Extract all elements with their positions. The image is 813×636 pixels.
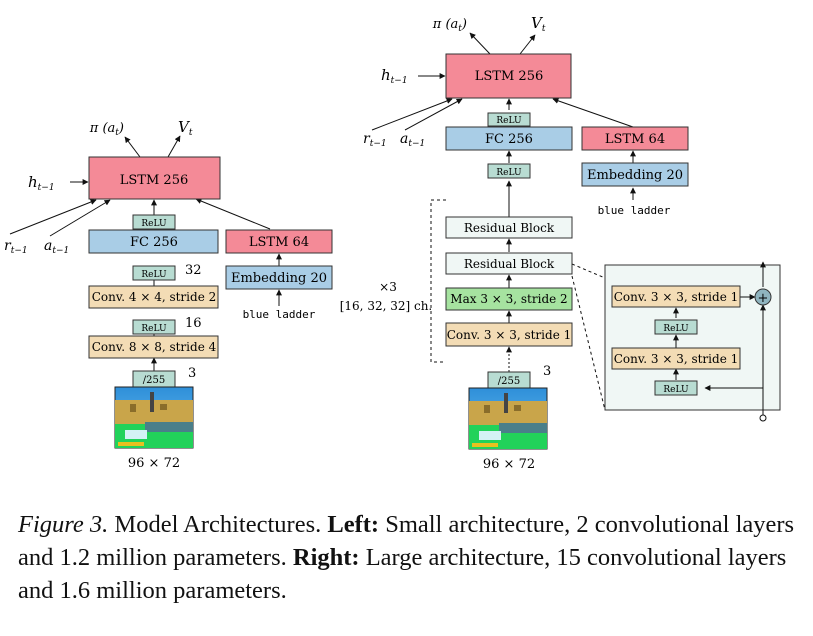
caption-text-left: Small architecture, 2 convolutional laye… — [18, 511, 795, 571]
caption-text-intro: Model Architectures. — [108, 511, 328, 538]
left-action-input: at−1 — [44, 238, 69, 256]
left-embedding-box — [225, 265, 333, 290]
residual-relu-2-label: ReLU — [663, 324, 689, 334]
right-relu-fc-label: ReLU — [496, 116, 522, 126]
zoom-line-bottom — [571, 275, 606, 411]
left-relu-conv1-box — [132, 319, 176, 335]
right-hidden-state: ht−1 — [381, 66, 408, 86]
left-conv1-box — [88, 335, 219, 359]
residual-add-node — [754, 288, 772, 306]
right-repeat-count: ×3 — [379, 280, 397, 294]
right-channel-list: [16, 32, 32] ch. — [340, 299, 433, 313]
left-channels-3: 3 — [188, 366, 196, 381]
right-value-output: Vt — [531, 14, 546, 34]
right-policy-output: π (at) — [432, 17, 467, 34]
right-conv-label: Conv. 3 × 3, stride 1 — [447, 328, 572, 342]
left-channels-32: 32 — [185, 263, 202, 278]
residual-conv-1-box — [611, 347, 741, 370]
left-conv2-box — [88, 285, 219, 309]
left-relu-conv2-label: ReLU — [141, 270, 167, 280]
left-lstm-256-label: LSTM 256 — [120, 173, 188, 188]
residual-relu-1-box — [654, 380, 698, 396]
residual-add-symbol: + — [758, 291, 769, 306]
right-fc-256-box — [445, 126, 573, 151]
left-policy-output: π (at) — [89, 121, 124, 138]
right-action-input: at−1 — [400, 131, 425, 149]
residual-relu-1-label: ReLU — [663, 385, 689, 395]
right-lstm-256-label: LSTM 256 — [475, 69, 543, 84]
left-input-size: 96 × 72 — [128, 456, 180, 471]
caption-right-label: Right: — [292, 544, 360, 571]
right-embedding-label: Embedding 20 — [587, 168, 683, 183]
left-game-frame-image — [114, 386, 194, 449]
left-conv1-label: Conv. 8 × 8, stride 4 — [92, 340, 217, 354]
right-lstm-64-box — [581, 126, 689, 151]
left-reward-input: rt−1 — [4, 238, 28, 256]
residual-input-node — [759, 414, 767, 422]
left-lstm-64-label: LSTM 64 — [249, 235, 309, 250]
left-conv2-label: Conv. 4 × 4, stride 2 — [92, 290, 217, 304]
left-fc-256-label: FC 256 — [130, 235, 178, 250]
right-architecture: LSTM 256 π (at) Vt ht−1 rt−1 at−1 ReLU F… — [340, 14, 689, 472]
residual-conv-2-label: Conv. 3 × 3, stride 1 — [614, 290, 739, 304]
figure-caption: Figure 3. Model Architectures. Left: Sma… — [18, 508, 798, 607]
left-relu-fc-label: ReLU — [141, 219, 167, 229]
right-embedding-box — [581, 162, 689, 187]
left-relu-conv1-label: ReLU — [141, 324, 167, 334]
left-relu-conv2-box — [132, 265, 176, 281]
left-lstm-256-box — [88, 156, 221, 200]
right-lstm-256-box — [445, 53, 572, 99]
right-residual-block-1-label: Residual Block — [464, 257, 555, 271]
right-game-frame-image — [468, 387, 548, 450]
right-input-size: 96 × 72 — [483, 457, 535, 472]
residual-block-detail: + Conv. 3 × 3, stride 1 ReLU Conv. 3 × 3… — [604, 261, 781, 422]
caption-text-right: Large architecture, 15 convolutional lay… — [18, 544, 787, 604]
repeat-bracket — [430, 199, 446, 363]
caption-left-label: Left: — [327, 511, 380, 538]
right-normalize-label: /255 — [498, 376, 520, 387]
zoom-line-top — [571, 263, 606, 279]
right-channels-3: 3 — [543, 364, 551, 379]
left-fc-256-box — [88, 229, 219, 254]
left-hidden-state: ht−1 — [28, 173, 55, 193]
left-channels-16: 16 — [185, 316, 202, 331]
right-maxpool-label: Max 3 × 3, stride 2 — [450, 292, 567, 306]
right-relu-res-box — [487, 163, 531, 179]
residual-relu-2-box — [654, 319, 698, 335]
residual-conv-2-box — [611, 285, 741, 308]
right-fc-256-label: FC 256 — [485, 132, 533, 147]
right-lstm-64-label: LSTM 64 — [605, 132, 665, 147]
right-maxpool-box — [445, 287, 573, 311]
left-instruction-text: blue ladder — [243, 308, 316, 321]
architecture-diagram: LSTM 256 π (at) Vt ht−1 rt−1 at−1 ReLU F… — [4, 14, 781, 472]
caption-figure-label: Figure 3. — [18, 511, 109, 538]
right-conv-box — [445, 322, 573, 347]
left-architecture: LSTM 256 π (at) Vt ht−1 rt−1 at−1 ReLU F… — [4, 118, 333, 471]
left-lstm-64-box — [225, 229, 333, 254]
right-relu-res-label: ReLU — [496, 168, 522, 178]
left-embedding-label: Embedding 20 — [231, 271, 327, 286]
right-residual-block-2-label: Residual Block — [464, 221, 555, 235]
left-value-output: Vt — [178, 118, 193, 138]
left-relu-fc-box — [132, 214, 176, 230]
right-reward-input: rt−1 — [363, 131, 387, 149]
left-normalize-label: /255 — [143, 375, 165, 386]
right-relu-fc-box — [487, 112, 531, 127]
right-instruction-text: blue ladder — [598, 204, 671, 217]
right-residual-block-1-box — [445, 252, 573, 275]
right-residual-block-2-box — [445, 216, 573, 239]
residual-conv-1-label: Conv. 3 × 3, stride 1 — [614, 352, 739, 366]
